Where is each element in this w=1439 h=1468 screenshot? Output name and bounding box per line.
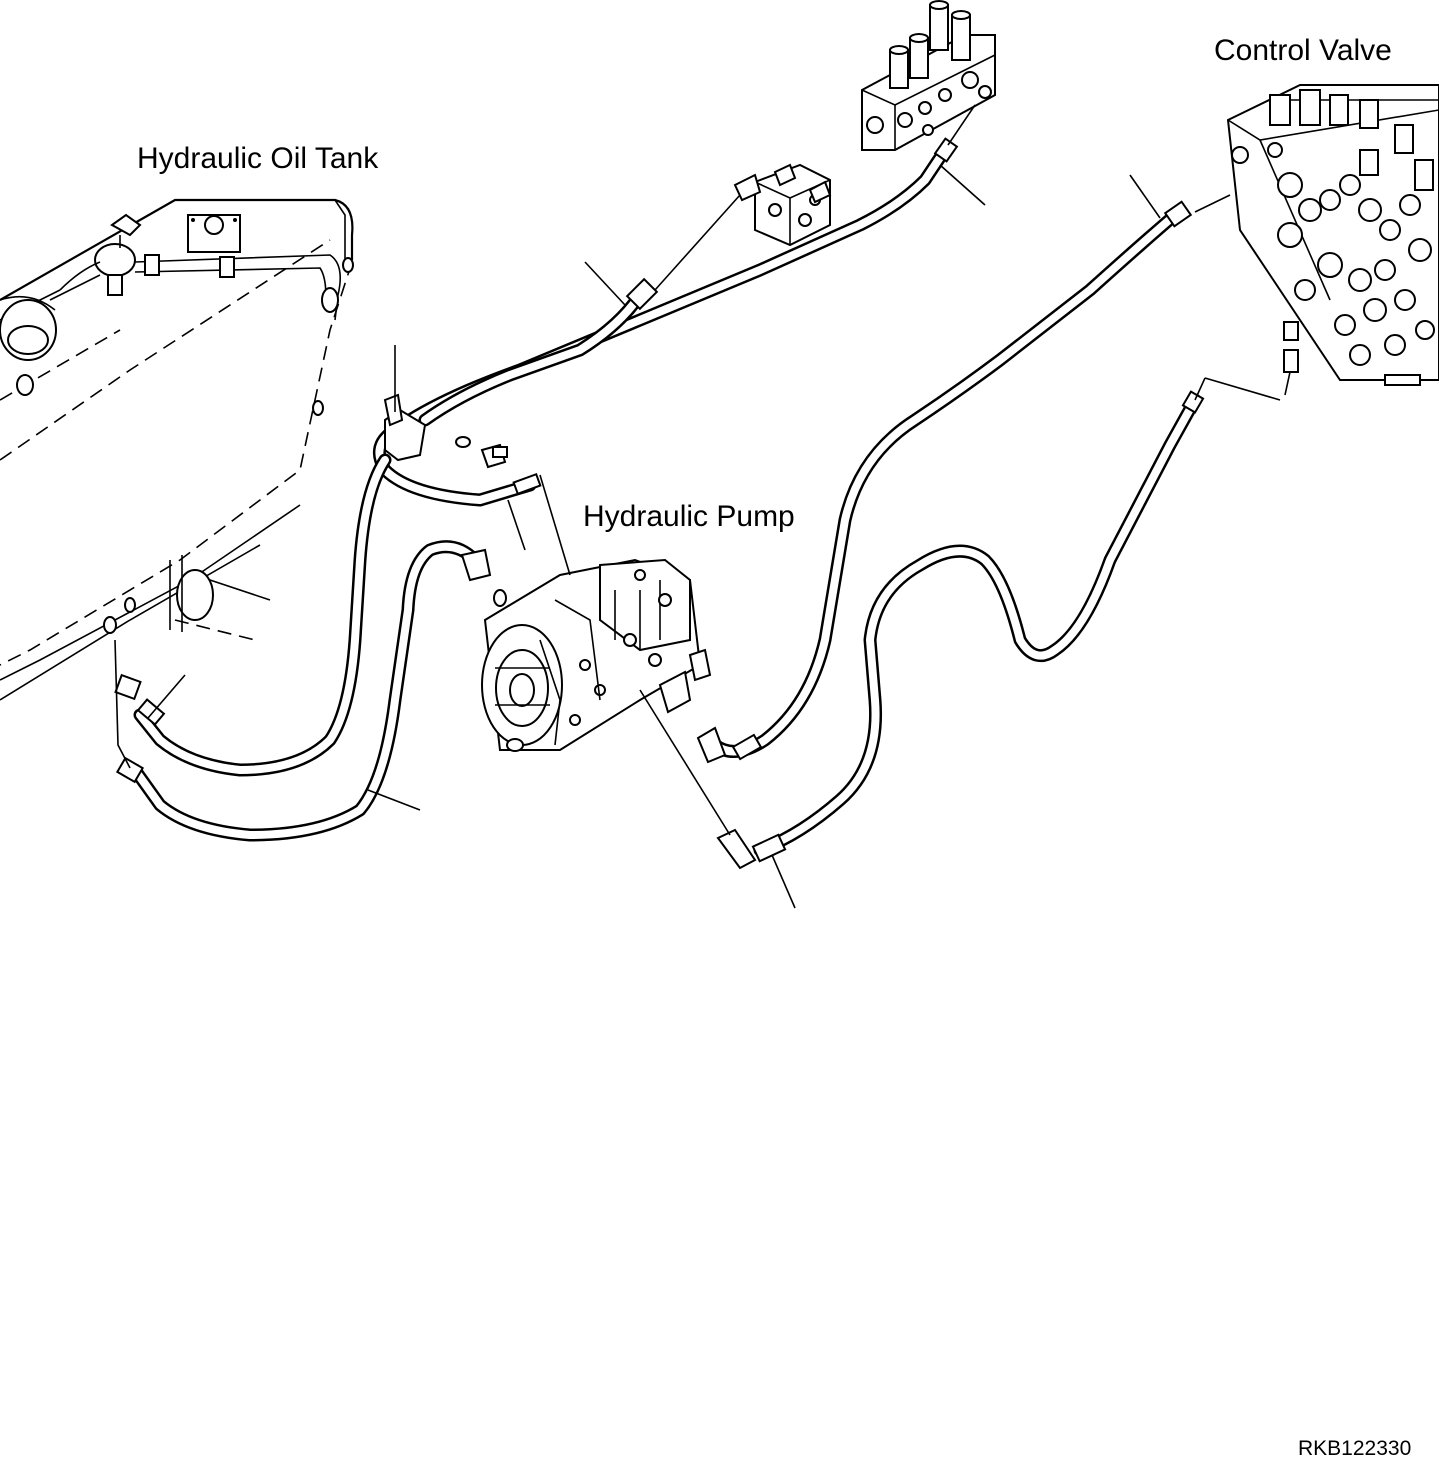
hose-pump-to-valve-upper — [708, 208, 1182, 758]
top-valve-block — [861, 0, 996, 151]
small-valve-block — [733, 163, 832, 247]
hose-suction — [133, 453, 392, 777]
label-control-valve: Control Valve — [1214, 34, 1392, 67]
label-hydraulic-oil-tank: Hydraulic Oil Tank — [137, 142, 379, 175]
leader-lines — [114, 104, 1281, 909]
label-hydraulic-pump: Hydraulic Pump — [583, 500, 795, 533]
control-valve-assembly — [1226, 84, 1439, 396]
drawing-code: RKB122330 — [1298, 1437, 1412, 1460]
hoses — [114, 137, 1205, 870]
hydraulic-oil-tank — [0, 198, 354, 701]
control-valve-fittings — [1231, 89, 1435, 386]
hydraulic-pump — [481, 558, 712, 752]
